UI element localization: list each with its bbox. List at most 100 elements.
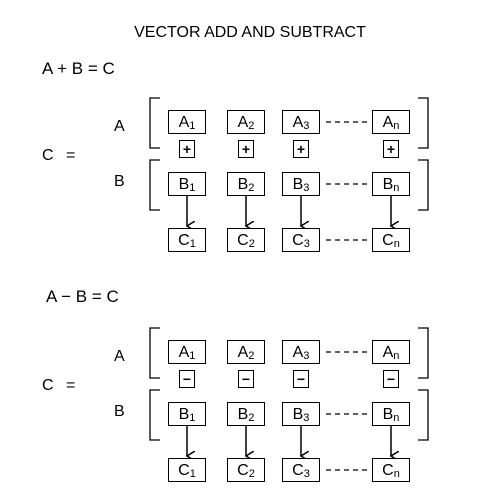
cell-b-2: B2 [227, 402, 265, 426]
cell-c-1: C1 [168, 228, 206, 252]
row-b-label: B [114, 403, 125, 420]
operator-box: − [293, 370, 309, 388]
cell-a-n: An [372, 340, 410, 364]
cell-c-2-letter: C [237, 232, 249, 249]
cell-b-n-letter: B [382, 406, 394, 423]
cell-c-2-letter: C [237, 462, 249, 479]
cell-b-3-letter: B [292, 406, 304, 423]
cell-a-2: A2 [227, 110, 265, 134]
cell-c-1-letter: C [178, 462, 190, 479]
cell-a-3-letter: A [292, 114, 304, 131]
result-label-c: C [42, 377, 54, 394]
cell-c-2-index: 2 [248, 468, 255, 480]
cell-c-3: C3 [282, 228, 320, 252]
cell-a-1-letter: A [178, 344, 190, 361]
cell-c-3-letter: C [292, 462, 304, 479]
bracket-b-left [149, 389, 160, 441]
cell-b-2-index: 2 [248, 412, 255, 424]
cell-a-3-letter: A [292, 344, 304, 361]
operator-box: + [179, 140, 195, 158]
cell-c-1-index: 1 [189, 238, 196, 250]
cell-a-n-index: n [393, 120, 400, 132]
cell-c-2: C2 [227, 228, 265, 252]
cell-a-3-index: 3 [303, 350, 310, 362]
cell-a-n-letter: A [382, 114, 394, 131]
cell-c-1-letter: C [178, 232, 190, 249]
cell-b-n-index: n [393, 182, 400, 194]
cell-c-3-index: 3 [303, 238, 310, 250]
cell-a-3: A3 [282, 110, 320, 134]
cell-b-1-letter: B [178, 406, 190, 423]
operator-box: + [383, 140, 399, 158]
bracket-a-right [418, 97, 429, 149]
equation-subtract: A − B = C [46, 287, 119, 306]
operator-box: − [383, 370, 399, 388]
cell-c-n: Cn [372, 458, 410, 482]
cell-a-n-letter: A [382, 344, 394, 361]
bracket-a-left [149, 97, 160, 149]
cell-b-2-letter: B [237, 176, 249, 193]
cell-b-n: Bn [372, 172, 410, 196]
bracket-a-left [149, 327, 160, 379]
equation-add: A + B = C [42, 59, 115, 78]
equals-sign: = [66, 377, 76, 394]
cell-a-1: A1 [168, 110, 206, 134]
result-label-c: C [42, 147, 54, 164]
bracket-b-left [149, 159, 160, 211]
cell-a-2: A2 [227, 340, 265, 364]
bracket-b-right [418, 159, 429, 211]
cell-c-2-index: 2 [248, 238, 255, 250]
cell-c-2: C2 [227, 458, 265, 482]
cell-c-3: C3 [282, 458, 320, 482]
cell-c-n-index: n [393, 468, 400, 480]
cell-b-n-index: n [393, 412, 400, 424]
cell-a-1: A1 [168, 340, 206, 364]
operator-box: + [293, 140, 309, 158]
cell-c-3-index: 3 [303, 468, 310, 480]
cell-b-2-index: 2 [248, 182, 255, 194]
cell-b-n: Bn [372, 402, 410, 426]
bracket-b-right [418, 389, 429, 441]
cell-a-1-letter: A [178, 114, 190, 131]
cell-a-2-index: 2 [248, 350, 255, 362]
cell-b-3-index: 3 [303, 182, 310, 194]
cell-a-3-index: 3 [303, 120, 310, 132]
cell-b-1: B1 [168, 172, 206, 196]
cell-b-n-letter: B [382, 176, 394, 193]
equals-sign: = [66, 147, 76, 164]
operator-box: + [238, 140, 254, 158]
operator-box: − [238, 370, 254, 388]
cell-b-1-letter: B [178, 176, 190, 193]
cell-a-3: A3 [282, 340, 320, 364]
cell-c-n-index: n [393, 238, 400, 250]
cell-b-1-index: 1 [189, 182, 196, 194]
cell-b-3-letter: B [292, 176, 304, 193]
cell-b-3: B3 [282, 402, 320, 426]
cell-a-2-letter: A [237, 344, 249, 361]
cell-c-n-letter: C [382, 462, 394, 479]
cell-b-1: B1 [168, 402, 206, 426]
cell-b-1-index: 1 [189, 412, 196, 424]
cell-a-1-index: 1 [189, 120, 196, 132]
cell-a-n: An [372, 110, 410, 134]
cell-c-3-letter: C [292, 232, 304, 249]
cell-b-2-letter: B [237, 406, 249, 423]
cell-c-n: Cn [372, 228, 410, 252]
operator-box: − [179, 370, 195, 388]
cell-a-n-index: n [393, 350, 400, 362]
row-a-label: A [114, 348, 125, 365]
cell-a-1-index: 1 [189, 350, 196, 362]
row-a-label: A [114, 118, 125, 135]
cell-c-1: C1 [168, 458, 206, 482]
diagram-title: VECTOR ADD AND SUBTRACT [134, 24, 366, 41]
cell-c-n-letter: C [382, 232, 394, 249]
cell-b-3-index: 3 [303, 412, 310, 424]
bracket-a-right [418, 327, 429, 379]
cell-c-1-index: 1 [189, 468, 196, 480]
cell-b-2: B2 [227, 172, 265, 196]
cell-b-3: B3 [282, 172, 320, 196]
cell-a-2-letter: A [237, 114, 249, 131]
cell-a-2-index: 2 [248, 120, 255, 132]
row-b-label: B [114, 173, 125, 190]
